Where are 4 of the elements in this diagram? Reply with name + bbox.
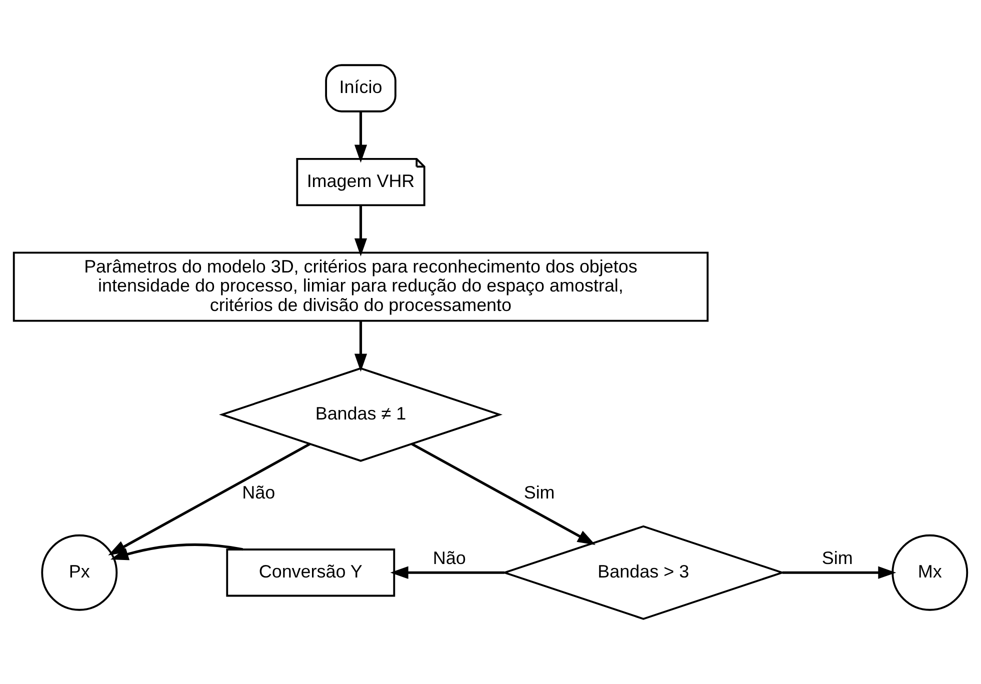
edge-label: Não — [242, 482, 276, 502]
edge-label: Não — [432, 548, 466, 568]
edge-label: Sim — [822, 548, 853, 568]
edge-label: Sim — [524, 482, 555, 502]
